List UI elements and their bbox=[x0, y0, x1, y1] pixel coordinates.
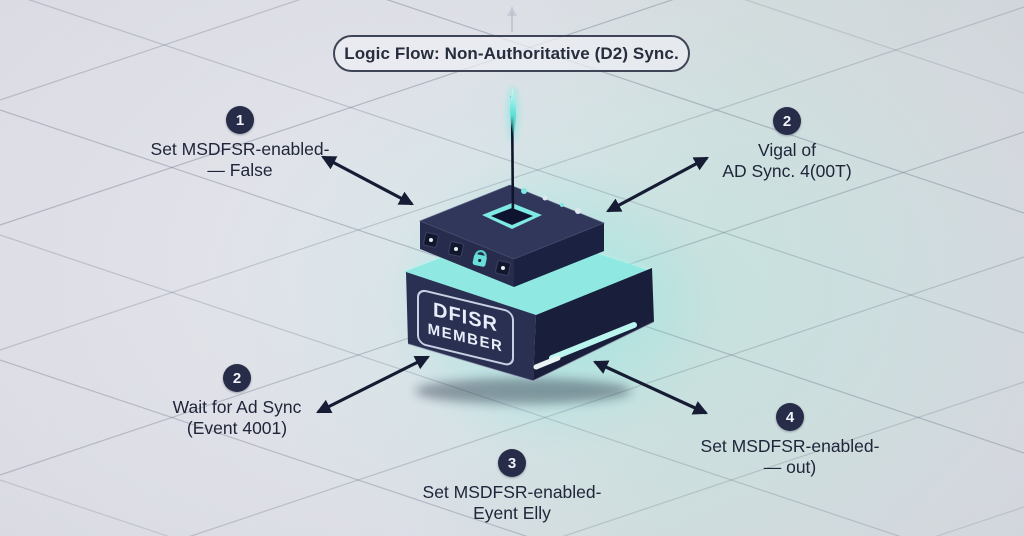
step-number-badge: 2 bbox=[223, 364, 251, 392]
step-text-line: Set MSDFSR-enabled- bbox=[150, 139, 330, 159]
step-text-line: Set MSDFSR-enabled- bbox=[700, 436, 880, 456]
step-1-top-left: 1 Set MSDFSR-enabled- — False bbox=[100, 106, 380, 181]
step-2-bottom-left: 2 Wait for Ad Sync (Event 4001) bbox=[97, 364, 377, 439]
step-text-line: (Event 4001) bbox=[186, 418, 288, 438]
step-number-badge: 1 bbox=[226, 106, 254, 134]
diagram-title: Logic Flow: Non-Authoritative (D2) Sync. bbox=[333, 35, 690, 72]
front-ports bbox=[423, 232, 511, 276]
step-number-badge: 3 bbox=[498, 449, 526, 477]
step-text-line: AD Sync. 4(00T) bbox=[722, 161, 852, 181]
top-pointer-icon bbox=[507, 6, 517, 32]
step-text-line: — False bbox=[207, 160, 273, 180]
arrow-top-right bbox=[606, 156, 709, 213]
step-2-top-right: 2 Vigal of AD Sync. 4(00T) bbox=[647, 107, 927, 182]
status-bar-long bbox=[549, 322, 637, 361]
step-text-line: Set MSDFSR-enabled- bbox=[422, 482, 602, 502]
arrow-bottom-left bbox=[316, 355, 430, 414]
diagram-title-text: Logic Flow: Non-Authoritative (D2) Sync. bbox=[344, 43, 679, 63]
step-text-line: Eyent Elly bbox=[473, 503, 551, 523]
step-number-badge: 2 bbox=[773, 107, 801, 135]
arrow-top-left bbox=[321, 155, 414, 206]
step-number-badge: 4 bbox=[776, 403, 804, 431]
step-4-bottom-right: 4 Set MSDFSR-enabled- — out) bbox=[650, 403, 930, 478]
arrow-bottom-right bbox=[592, 360, 709, 415]
step-3-bottom-center: 3 Set MSDFSR-enabled- Eyent Elly bbox=[372, 449, 652, 524]
antenna-needle-icon bbox=[506, 86, 520, 225]
step-text-line: Wait for Ad Sync bbox=[172, 397, 302, 417]
step-text-line: Vigal of bbox=[757, 140, 817, 160]
indicator-dots bbox=[521, 188, 581, 214]
lock-icon bbox=[472, 249, 487, 267]
device-shadow bbox=[415, 378, 631, 404]
step-text-line: — out) bbox=[763, 457, 817, 477]
status-bar-short bbox=[533, 355, 561, 370]
